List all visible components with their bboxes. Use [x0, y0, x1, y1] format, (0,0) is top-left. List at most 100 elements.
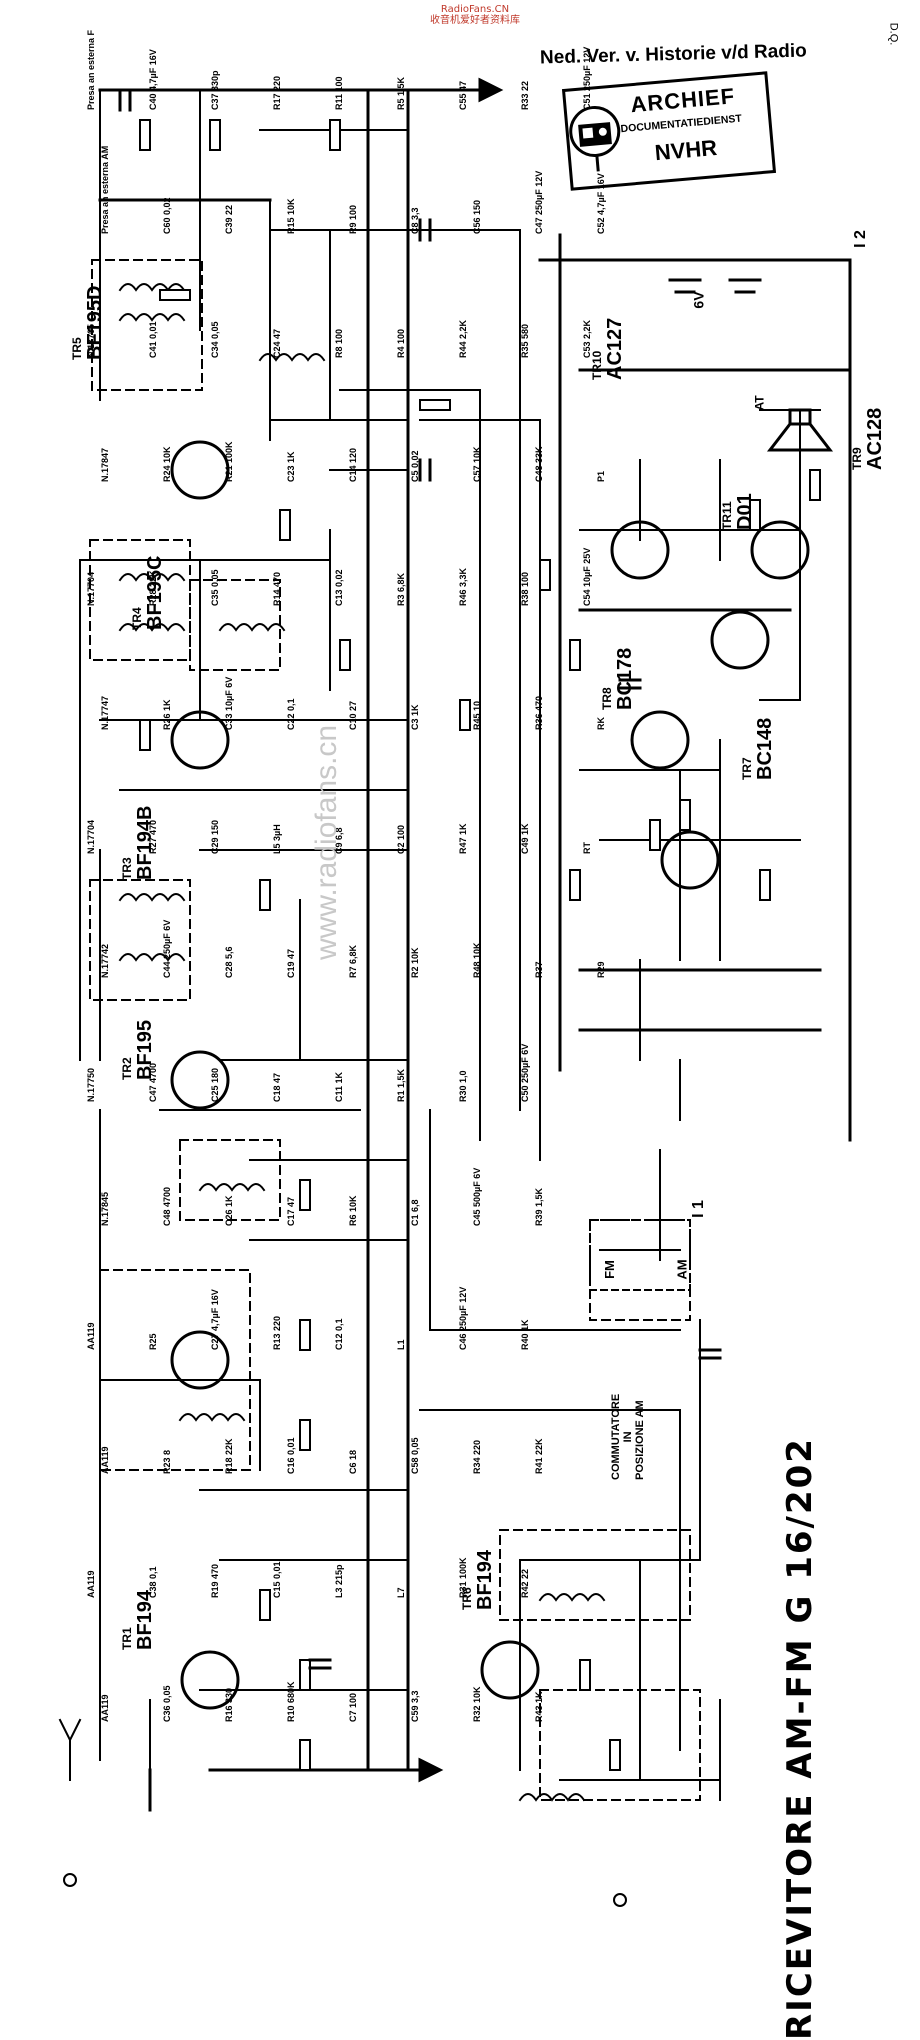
- label-r25: R25: [148, 1333, 158, 1350]
- label-r15: R15 10K: [286, 198, 296, 234]
- label-c3: C3 1K: [410, 704, 420, 730]
- fm-label: FM: [601, 1260, 617, 1279]
- label-c15: C15 0,01: [272, 1561, 282, 1598]
- label-c16: C16 0,01: [286, 1437, 296, 1474]
- label-c58: C58 0,05: [410, 1437, 420, 1474]
- label-r32: R32 10K: [472, 1686, 482, 1722]
- label-c13: C13 0,02: [334, 569, 344, 606]
- transistor-type: BC178: [614, 647, 636, 710]
- label-c10: C10 27: [348, 700, 358, 730]
- label-r17: R17 220: [272, 75, 282, 110]
- label-r13: R13 220: [272, 1315, 282, 1350]
- label-r2: R2 10K: [410, 947, 420, 978]
- label-coil-f1: N.17750: [86, 1067, 96, 1102]
- transistor-type: AC127: [604, 317, 626, 380]
- label-c52: C52 4,7µF 16V: [596, 173, 606, 234]
- label-r33: R33 22: [520, 80, 530, 110]
- label-r16: R16 330: [224, 1687, 234, 1722]
- transistor-ref: TR9: [850, 447, 864, 470]
- radio-logo-icon: [569, 105, 621, 172]
- transistor-symbols: [170, 440, 810, 1710]
- label-r14: R14 470: [272, 571, 282, 606]
- label-r9: R9 100: [348, 204, 358, 234]
- label-c40: C40 4,7µF 16V: [148, 49, 158, 110]
- label-r46: R46 3,3K: [458, 567, 468, 606]
- label-c51: C51 250µF 12V: [582, 46, 592, 110]
- transistor-ref: TR5: [70, 337, 84, 360]
- label-r30: R30 1,0: [458, 1070, 468, 1102]
- label-c46: C46 250µF 12V: [458, 1286, 468, 1350]
- label-c59: C59 3,3: [410, 1690, 420, 1722]
- label-r24: R24 10K: [162, 446, 172, 482]
- label-r10: R10 680K: [286, 1681, 296, 1722]
- label-r5: R5 1,5K: [396, 76, 406, 110]
- transistor-ref: TR3: [120, 857, 134, 880]
- label-coil-f4: N.17847: [100, 447, 110, 482]
- label-rk: RK: [596, 717, 606, 730]
- label-c25: C25 180: [210, 1067, 220, 1102]
- label-c5: C5 0,02: [410, 450, 420, 482]
- label-c48b: C48 33K: [534, 446, 544, 482]
- label-c45: C45 500µF 6V: [472, 1167, 482, 1226]
- watermark-subtitle: 收音机爱好者资料库: [430, 15, 520, 26]
- label-c27: C27 4,7µF 16V: [210, 1289, 220, 1350]
- label-c60: C60 0,02: [162, 197, 172, 234]
- label-r36: R36 470: [534, 695, 544, 730]
- label-r28: R28 22K: [148, 570, 158, 606]
- label-c47: C47 4700: [148, 1062, 158, 1102]
- archive-stamp: ARCHIEF DOCUMENTATIEDIENST NVHR: [561, 71, 777, 191]
- label-c53: C53 2,2K: [582, 319, 592, 358]
- label-c47b: C47 250µF 12V: [534, 170, 544, 234]
- label-r47: R47 1K: [458, 823, 468, 854]
- battery: [668, 278, 762, 294]
- transistor-ref: TR10: [590, 350, 604, 380]
- label-r37: R37: [534, 961, 544, 978]
- label-c44: C44 250µF 6V: [162, 919, 172, 978]
- label-c1: C1 6,8: [410, 1199, 420, 1226]
- label-c36: C36 0,05: [162, 1685, 172, 1722]
- label-ant-am: Presa an esterna AM: [100, 145, 110, 234]
- label-c11: C11 1K: [334, 1071, 344, 1102]
- label-diode-d3: AA119: [86, 1570, 96, 1598]
- label-c24: C24 47: [272, 328, 282, 358]
- label-c56: C56 150: [472, 199, 482, 234]
- resistor-blocks: [139, 119, 821, 1771]
- transistor-ref: TR8: [600, 687, 614, 710]
- label-r44: R44 2,2K: [458, 319, 468, 358]
- label-r7: R7 6,8K: [348, 944, 358, 978]
- transistor-type: BF194: [474, 1549, 496, 1610]
- watermark-header: RadioFans.CN 收音机爱好者资料库: [390, 4, 560, 26]
- label-c34: C34 0,05: [210, 321, 220, 358]
- label-c19: C19 47: [286, 948, 296, 978]
- am-label: AM: [674, 1259, 690, 1280]
- transistor-ref: TR1: [120, 1627, 134, 1650]
- label-ant-fm: Presa an esterna F: [86, 29, 96, 110]
- schematic-wiring: [58, 77, 852, 1907]
- label-c39: C39 22: [224, 204, 234, 234]
- label-c6: C6 18: [348, 1449, 358, 1474]
- label-coil-f6: N.17747: [100, 695, 110, 730]
- switch-note: COMMUTATORE IN POSIZIONE AM: [610, 1394, 646, 1480]
- label-r26: R26 1K: [162, 699, 172, 730]
- switch-i2-label: I 2: [851, 230, 869, 248]
- label-l7: L7: [396, 1587, 406, 1598]
- switch-box: [589, 1219, 691, 1291]
- label-c7: C7 100: [348, 1692, 358, 1722]
- watermark-mid: www.radiofans.cn: [310, 724, 343, 960]
- label-c54: C54 10µF 25V: [582, 547, 592, 606]
- label-r8: R8 100: [334, 328, 344, 358]
- label-c50: C50 250µF 6V: [520, 1043, 530, 1102]
- label-r6: R6 10K: [348, 1195, 358, 1226]
- transistor-ref: TR7: [740, 757, 754, 780]
- schematic-sheet: RadioFans.CN 收音机爱好者资料库 Ned. Ver. v. Hist…: [58, 4, 899, 2040]
- label-r23: R23 8: [162, 1449, 172, 1474]
- switch-note-3: POSIZIONE AM: [634, 1400, 646, 1480]
- label-diode-d4: AA119: [100, 1694, 110, 1722]
- label-c57: C57 10K: [472, 446, 482, 482]
- label-r19: R19 470: [210, 1563, 220, 1598]
